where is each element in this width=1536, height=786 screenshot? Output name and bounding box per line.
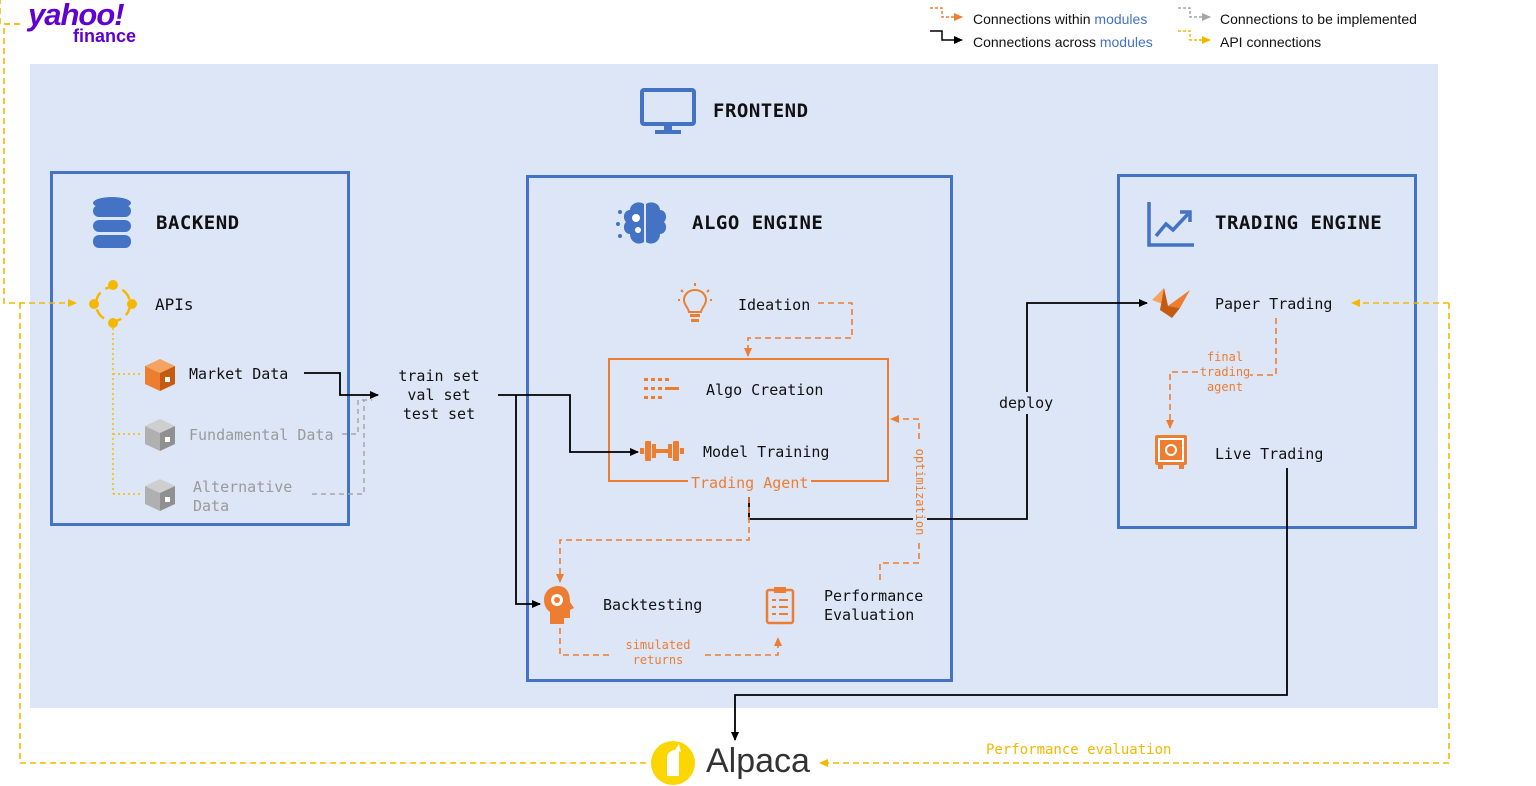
backtesting-head-icon (544, 586, 574, 624)
backend-module (50, 171, 350, 526)
yahoo-brand: yahoo! (28, 0, 125, 32)
paper-trading-label: Paper Trading (1215, 295, 1333, 313)
fundamental-data-label: Fundamental Data (189, 426, 334, 444)
test-set-label: test set (402, 405, 476, 423)
safe-icon (1155, 435, 1187, 469)
val-set-label: val set (407, 386, 471, 404)
legend: Connections within modules Connections a… (973, 8, 1153, 54)
legend-across: Connections across modules (973, 34, 1153, 50)
frontend-title: FRONTEND (713, 100, 809, 122)
live-trading-label: Live Trading (1215, 445, 1324, 463)
legend-within: Connections within modules (973, 11, 1148, 27)
algo-engine-module (526, 175, 953, 682)
finance-label: finance (73, 26, 137, 46)
box-icon-fundamental (145, 419, 175, 451)
legend-api: API connections (1220, 34, 1322, 50)
yahoo-link (0, 0, 20, 25)
clipboard-icon (765, 587, 795, 625)
performance-evaluation-label: Performance Evaluation (824, 587, 924, 624)
algo-creation-label: Algo Creation (706, 381, 824, 399)
performance-evaluation-feedback-label: Performance evaluation (986, 742, 1172, 758)
backtesting-label: Backtesting (603, 596, 703, 614)
trading-agent-label: Trading Agent (688, 474, 812, 492)
alpaca-feedback-line (819, 303, 1450, 767)
apis-to-alpaca-line (19, 303, 648, 764)
trading-engine-module (1117, 174, 1417, 529)
paper-crane-icon (1152, 288, 1190, 318)
database-icon (93, 197, 131, 248)
dumbbell-icon (640, 441, 684, 461)
alpaca-logo-icon (651, 741, 695, 785)
simulated-returns-label: simulated returns (625, 638, 691, 667)
legend-right: Connections to be implemented API connec… (1220, 8, 1417, 54)
alternative-data-label: Alternative Data (193, 478, 293, 515)
train-set-label: train set (398, 367, 480, 385)
legend-todo: Connections to be implemented (1220, 11, 1417, 27)
line-chart-icon (1147, 202, 1194, 247)
ideation-label: Ideation (738, 296, 811, 314)
box-icon-market (145, 359, 175, 391)
market-data-label: Market Data (189, 365, 289, 383)
trading-engine-title: TRADING ENGINE (1215, 212, 1383, 234)
monitor-icon (640, 88, 696, 134)
deploy-label: deploy (997, 392, 1056, 414)
brain-icon (616, 202, 667, 244)
yahoo-finance-logo: yahoo! finance (28, 0, 158, 50)
lightbulb-icon (678, 283, 712, 322)
backend-title: BACKEND (156, 212, 240, 234)
box-icon-alternative (145, 479, 175, 511)
algo-engine-title: ALGO ENGINE (692, 212, 824, 234)
alpaca-name: Alpaca (706, 742, 810, 780)
optimization-label: optimization (913, 442, 927, 542)
model-training-label: Model Training (703, 443, 830, 461)
apis-label: APIs (155, 295, 194, 314)
yahoo-to-apis-line (3, 23, 77, 307)
algo-list-icon (644, 378, 679, 399)
apis-network-icon (89, 280, 137, 328)
final-trading-agent-label: final trading agent (1199, 350, 1251, 394)
dataset-labels: train set val set test set (396, 367, 482, 424)
